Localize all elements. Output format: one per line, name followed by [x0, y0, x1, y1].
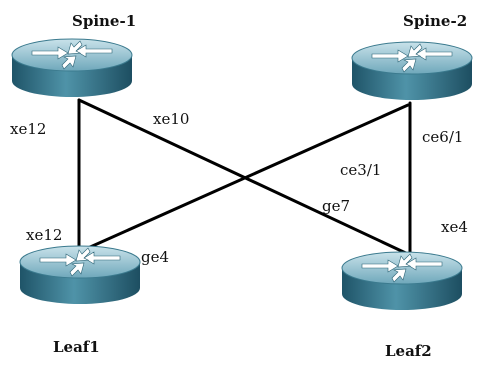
interface-label-spine1-xe10: xe10	[153, 110, 189, 128]
leaf2-label: Leaf2	[385, 342, 432, 360]
spine2-label: Spine-2	[403, 12, 467, 30]
interface-label-leaf2-ge7: ge7	[322, 197, 350, 215]
spine2-router-icon[interactable]	[351, 41, 473, 101]
interface-label-spine2-ce6-1: ce6/1	[422, 128, 463, 146]
spine1-router-icon[interactable]	[11, 38, 133, 98]
spine1-label: Spine-1	[72, 12, 136, 30]
leaf2-router-icon[interactable]	[341, 251, 463, 311]
interface-label-spine2-ce3-1: ce3/1	[340, 161, 381, 179]
interface-label-leaf1-xe12: xe12	[26, 226, 62, 244]
link-spine2-leaf1	[77, 103, 410, 254]
interface-label-leaf2-xe4: xe4	[441, 218, 468, 236]
leaf1-router-icon[interactable]	[19, 245, 141, 305]
leaf1-label: Leaf1	[53, 338, 100, 356]
interface-label-leaf1-ge4: ge4	[141, 248, 169, 266]
interface-label-spine1-xe12: xe12	[10, 120, 46, 138]
